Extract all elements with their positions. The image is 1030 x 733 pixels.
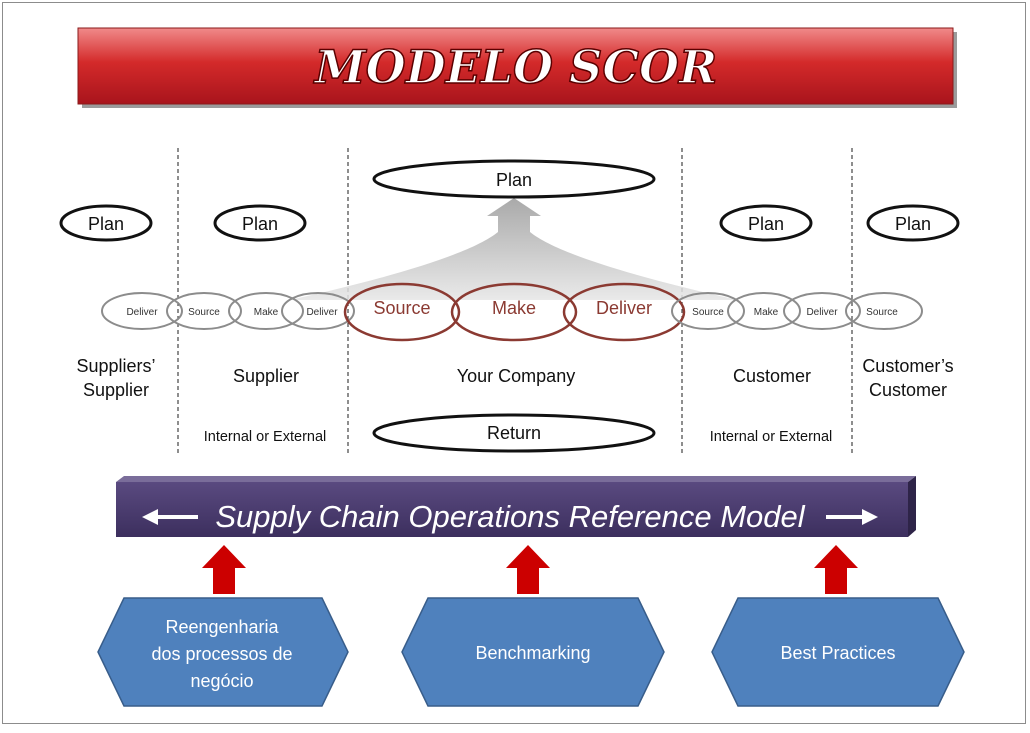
central-plan-label: Plan (496, 170, 532, 190)
chain-right (671, 292, 923, 330)
hexagon-benchmarking: Benchmarking (401, 597, 665, 707)
column-dividers (177, 148, 853, 455)
chain-label-make: Make (254, 307, 279, 318)
return: Return (372, 413, 656, 453)
chain-label-source: Source (866, 307, 898, 318)
plan-label: Plan (748, 214, 784, 234)
reengineering-line-3: negócio (190, 671, 253, 691)
hexagon-reengineering: Reengenharia dos processos de negócio (97, 597, 349, 707)
company-source-link (343, 282, 461, 342)
chain-label-deliver: Deliver (306, 307, 338, 318)
suppliers-supplier-label-line-1: Suppliers’ (76, 356, 155, 376)
company-deliver-label: Deliver (596, 298, 652, 318)
company-deliver-link (562, 282, 686, 342)
up-arrow-icon (814, 545, 858, 594)
title-text: MODELO SCOR (313, 40, 718, 94)
chain-right-labels: Source Make Deliver Source (692, 307, 898, 318)
banner-front-face (116, 482, 908, 537)
hexagon-shape (97, 597, 349, 707)
chain-link-make-2 (727, 292, 801, 330)
customers-customer-label-line-1: Customer’s (862, 356, 953, 376)
chain-label-source: Source (188, 307, 220, 318)
hexagon-best-practices: Best Practices (711, 597, 965, 707)
chain-link-deliver-3 (783, 292, 861, 330)
hexagon-shape (711, 597, 965, 707)
chain-link-source-3 (845, 292, 923, 330)
central-plan-ellipse (372, 159, 656, 199)
best-practices-label: Best Practices (780, 643, 895, 663)
plan-suppliers-supplier: Plan (59, 204, 153, 242)
title-bar: MODELO SCOR (77, 27, 957, 108)
chain-link-deliver-1 (101, 292, 183, 330)
plan-fan-arrow (290, 198, 738, 300)
scor-banner: Supply Chain Operations Reference Model (116, 476, 916, 537)
supplier-label: Supplier (233, 366, 299, 386)
up-arrow-icon (202, 545, 246, 594)
plan-ellipse (719, 204, 813, 242)
banner-text: Supply Chain Operations Reference Model (215, 499, 805, 534)
chain-label-deliver: Deliver (126, 307, 158, 318)
chain-link-source-1 (166, 292, 242, 330)
customer-label: Customer (733, 366, 811, 386)
supplier-internal-external: Internal or External (204, 429, 327, 445)
up-arrow-icon (506, 545, 550, 594)
chain-left-labels: Deliver Source Make Deliver (126, 307, 338, 318)
plan-ellipse (866, 204, 960, 242)
column-labels: Suppliers’ Supplier Supplier Your Compan… (76, 356, 953, 400)
your-company-label: Your Company (457, 366, 575, 386)
right-arrow-icon (826, 509, 878, 525)
benchmarking-label: Benchmarking (475, 643, 590, 663)
chain-link-make-1 (228, 292, 304, 330)
customer-internal-external: Internal or External (710, 429, 833, 445)
banner-side-face (908, 476, 916, 537)
red-arrows (202, 545, 858, 594)
plan-customer: Plan (719, 204, 813, 242)
reengineering-line-1: Reengenharia (165, 617, 279, 637)
plan-label: Plan (242, 214, 278, 234)
chain-company-labels: Source Make Deliver (373, 298, 652, 318)
company-make-label: Make (492, 298, 536, 318)
reengineering-line-2: dos processos de (151, 644, 292, 664)
return-ellipse (372, 413, 656, 453)
customers-customer-label-line-2: Customer (869, 380, 947, 400)
chain-label-source: Source (692, 307, 724, 318)
chain-label-deliver: Deliver (806, 307, 838, 318)
chain-link-source-2 (671, 292, 745, 330)
chain-label-make: Make (754, 307, 779, 318)
plan-ellipse (213, 204, 307, 242)
plan-ellipse (59, 204, 153, 242)
plan-label: Plan (895, 214, 931, 234)
central-plan: Plan (372, 159, 656, 199)
internal-external-labels: Internal or External Internal or Externa… (204, 429, 833, 445)
plan-label: Plan (88, 214, 124, 234)
suppliers-supplier-label-line-2: Supplier (83, 380, 149, 400)
company-source-label: Source (373, 298, 430, 318)
plan-supplier: Plan (213, 204, 307, 242)
chain-link-deliver-2 (281, 292, 355, 330)
hexagon-shape (401, 597, 665, 707)
plan-customers-customer: Plan (866, 204, 960, 242)
left-arrow-icon (142, 509, 198, 525)
banner-top-face (116, 476, 916, 482)
title-bar-background (77, 27, 954, 105)
company-make-link (450, 282, 578, 342)
chain-company (343, 282, 686, 342)
chain-left (101, 292, 355, 330)
return-label: Return (487, 423, 541, 443)
